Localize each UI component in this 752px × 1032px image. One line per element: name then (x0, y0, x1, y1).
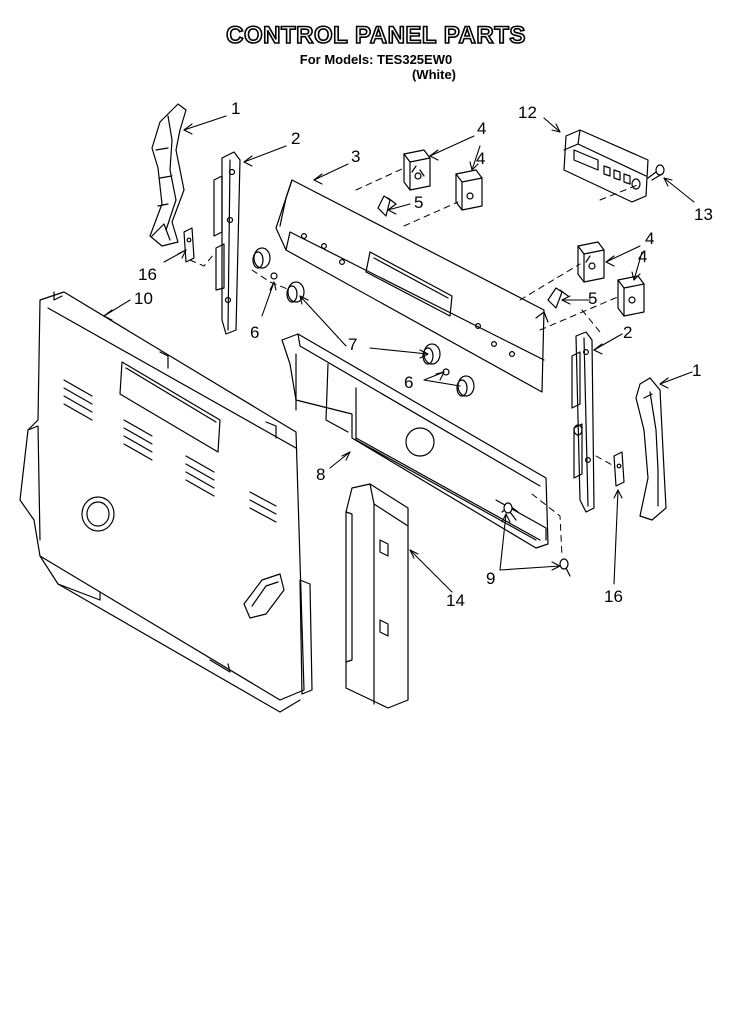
clip-upper (377, 195, 397, 217)
spacer-left (270, 272, 278, 280)
callout-labels: 1 2 3 4 4 5 12 13 16 10 6 4 4 5 2 7 6 1 … (134, 99, 713, 610)
knobs (252, 247, 475, 397)
clip-left (183, 227, 195, 263)
models-line: For Models: TES325EW0 (299, 52, 453, 67)
callout-4-right-b: 4 (638, 247, 647, 266)
switch-upper-left (403, 149, 431, 191)
color-line: (White) (411, 67, 457, 82)
knob-1 (252, 247, 271, 269)
callout-7: 7 (348, 335, 357, 354)
assembly-lines (189, 167, 641, 557)
switch-right-top (577, 241, 605, 283)
channel (345, 483, 409, 709)
bracket-right (571, 331, 595, 513)
callout-4-right-a: 4 (645, 229, 654, 248)
screw-clock (647, 164, 665, 181)
leader-lines (103, 115, 695, 593)
clip-right (547, 287, 569, 309)
callout-5-upper: 5 (414, 193, 423, 212)
diagram-subtitle: For Models: TES325EW0 (White) (0, 52, 752, 82)
callout-2-right: 2 (623, 323, 632, 342)
callout-13: 13 (694, 205, 713, 224)
bracket-left (213, 151, 241, 335)
callout-4-upper-a: 4 (477, 119, 486, 138)
callout-12: 12 (518, 103, 537, 122)
callout-5-right: 5 (588, 289, 597, 308)
end-cap-right (635, 377, 667, 521)
callout-16-left: 16 (138, 265, 157, 284)
clock-timer (563, 129, 649, 203)
knob-2 (286, 281, 305, 303)
callout-1-right: 1 (692, 361, 701, 380)
callout-9: 9 (486, 569, 495, 588)
callout-10: 10 (134, 289, 153, 308)
diagram-title: CONTROL PANEL PARTS (225, 21, 526, 50)
end-cap-left (149, 103, 187, 247)
callout-2-left: 2 (291, 129, 300, 148)
control-panel (275, 179, 549, 393)
callout-6-right: 6 (404, 373, 413, 392)
switch-upper-right (455, 169, 483, 211)
callout-16-right: 16 (604, 587, 623, 606)
callout-14: 14 (446, 591, 465, 610)
callout-6-left: 6 (250, 323, 259, 342)
screws (503, 502, 571, 577)
callout-3: 3 (351, 147, 360, 166)
callout-4-upper-b: 4 (476, 149, 485, 168)
rear-panel (19, 291, 313, 713)
callout-8: 8 (316, 465, 325, 484)
callout-1-left: 1 (231, 99, 240, 118)
switch-right-bottom (617, 275, 645, 317)
clip-right-lower (613, 451, 625, 487)
